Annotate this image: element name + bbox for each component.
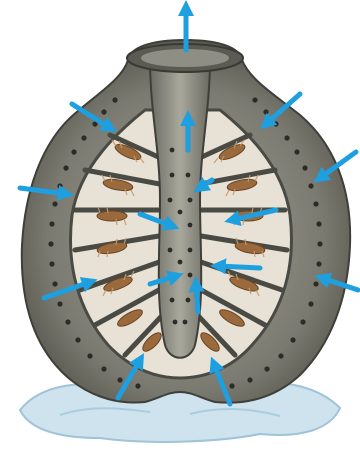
water-flow-arrow-icon xyxy=(218,266,260,268)
water-flow-arrow-icon xyxy=(196,284,198,312)
ostium-pore-icon xyxy=(112,97,117,102)
